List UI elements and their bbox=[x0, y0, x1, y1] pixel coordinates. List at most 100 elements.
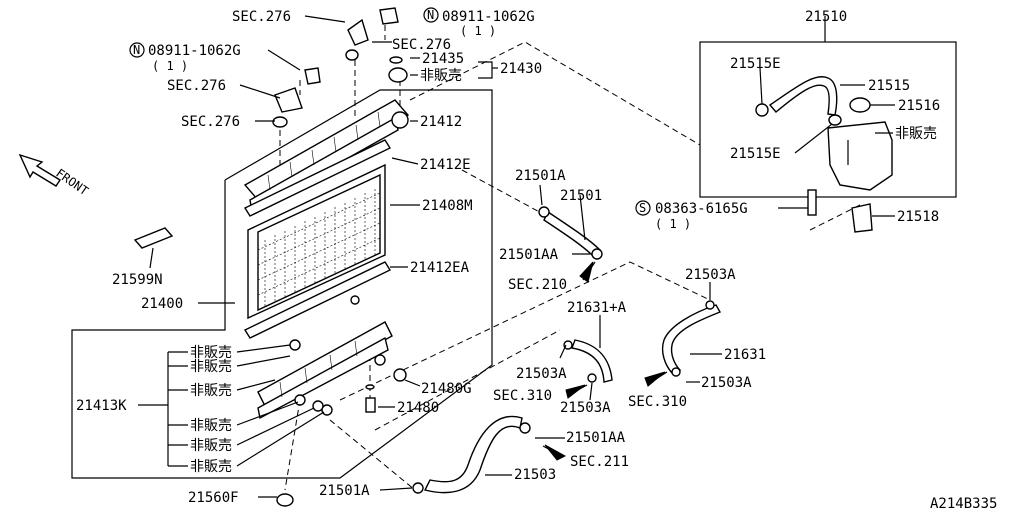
label-21515e-top: 21515E bbox=[730, 56, 781, 72]
front-direction-arrow bbox=[18, 153, 61, 187]
reservoir-cap bbox=[849, 97, 871, 113]
label-21560f: 21560F bbox=[188, 490, 239, 506]
arrow-sec210 bbox=[579, 261, 594, 283]
radiator-core bbox=[247, 163, 386, 320]
hose-clamp bbox=[538, 206, 550, 218]
reservoir-bolt bbox=[807, 189, 817, 216]
hose-clamp bbox=[563, 340, 573, 350]
gasket-lower bbox=[243, 261, 392, 339]
label-sec310-a: SEC.310 bbox=[493, 388, 552, 404]
tank-neck bbox=[828, 114, 842, 126]
mount-bracket bbox=[347, 18, 369, 46]
label-21503a-right: 21503A bbox=[685, 267, 736, 283]
label-sec276-c: SEC.276 bbox=[167, 78, 226, 94]
radiator-frame-outline bbox=[71, 89, 493, 479]
dashed-connector bbox=[329, 419, 416, 491]
label-21400: 21400 bbox=[141, 296, 183, 312]
hose-clamp bbox=[591, 248, 603, 260]
hose-clamp bbox=[755, 103, 769, 117]
bottom-grommet bbox=[276, 493, 294, 507]
label-21518: 21518 bbox=[897, 209, 939, 225]
label-21503a-mid2: 21503A bbox=[560, 400, 611, 416]
radiator-cap bbox=[388, 67, 408, 83]
leader-lines bbox=[138, 15, 895, 498]
circle-n-mark bbox=[129, 42, 145, 58]
label-21480: 21480 bbox=[397, 400, 439, 416]
lower-tank bbox=[257, 321, 393, 420]
lower-fitting bbox=[374, 354, 386, 366]
circle-n-mark-letter: N bbox=[133, 43, 140, 57]
label-21501aa-bottom: 21501AA bbox=[566, 430, 626, 446]
oil-cooler-hose-a bbox=[571, 339, 613, 383]
label-21503a-right2: 21503A bbox=[701, 375, 752, 391]
overflow-hose bbox=[768, 76, 838, 116]
label-21515: 21515 bbox=[868, 78, 910, 94]
mount-grommet bbox=[272, 116, 288, 128]
circle-n-mark bbox=[423, 7, 439, 23]
hose-clamp bbox=[587, 373, 597, 383]
label-21412ea: 21412EA bbox=[410, 260, 470, 276]
dashed-connector bbox=[374, 329, 561, 431]
drain-plug bbox=[321, 404, 333, 416]
dashed-connector bbox=[409, 41, 701, 146]
label-21501a-bottom: 21501A bbox=[319, 483, 370, 499]
label-s08363-qty: ( 1 ) bbox=[655, 217, 691, 231]
label-hanbai-2: 非販売 bbox=[190, 359, 232, 375]
label-hanbai-4: 非販売 bbox=[190, 418, 232, 434]
label-21412e: 21412E bbox=[420, 157, 471, 173]
label-plate bbox=[133, 227, 174, 249]
label-21501a: 21501A bbox=[515, 168, 566, 184]
label-21501aa: 21501AA bbox=[499, 247, 559, 263]
label-21430: 21430 bbox=[500, 61, 542, 77]
reservoir-bracket bbox=[851, 203, 873, 233]
label-sec211: SEC.211 bbox=[570, 454, 629, 470]
label-21510: 21510 bbox=[805, 9, 847, 25]
label-n08911-a-qty: ( 1 ) bbox=[460, 24, 496, 38]
circle-s-mark bbox=[635, 200, 651, 216]
label-hanbai-1: 非販売 bbox=[190, 345, 232, 361]
lower-fitting bbox=[350, 295, 360, 305]
label-21503: 21503 bbox=[514, 467, 556, 483]
lower-hose bbox=[423, 415, 523, 494]
label-21413k: 21413K bbox=[76, 398, 127, 414]
mount-grommet bbox=[345, 49, 359, 61]
label-21408m: 21408M bbox=[422, 198, 473, 214]
gasket-upper bbox=[243, 139, 392, 217]
label-21599n: 21599N bbox=[112, 272, 163, 288]
label-sec276-a: SEC.276 bbox=[232, 9, 291, 25]
label-sec276-d: SEC.276 bbox=[181, 114, 240, 130]
label-21501: 21501 bbox=[560, 188, 602, 204]
label-21515e-bottom: 21515E bbox=[730, 146, 781, 162]
oring-21480g bbox=[365, 384, 375, 390]
hose-clamp bbox=[412, 482, 424, 494]
label-hanbai-a: 非販売 bbox=[420, 68, 462, 84]
label-21435: 21435 bbox=[422, 51, 464, 67]
drain-plug bbox=[294, 394, 306, 406]
label-hanbai-3: 非販売 bbox=[190, 383, 232, 399]
dashed-connector bbox=[461, 169, 546, 216]
label-n08911-b-qty: ( 1 ) bbox=[152, 59, 188, 73]
label-hanbai-tank: 非販売 bbox=[895, 126, 937, 142]
hose-clamp bbox=[519, 422, 531, 434]
label-n08911-a: 08911-1062G bbox=[442, 9, 535, 25]
dashed-connector bbox=[339, 261, 711, 401]
label-21631a: 21631+A bbox=[567, 300, 627, 316]
label-sec210: SEC.210 bbox=[508, 277, 567, 293]
circle-s-mark-letter: S bbox=[639, 201, 646, 215]
clip-nut bbox=[379, 7, 399, 25]
filler-neck bbox=[391, 111, 409, 129]
hose-clamp bbox=[671, 367, 681, 377]
reservoir-frame-outline bbox=[699, 41, 957, 198]
label-21480g: 21480G bbox=[421, 381, 472, 397]
reservoir-tank bbox=[827, 121, 893, 191]
oil-cooler-hose-b bbox=[661, 304, 722, 374]
label-hanbai-6: 非販売 bbox=[190, 459, 232, 475]
lower-fitting bbox=[393, 368, 407, 382]
cap-seal bbox=[389, 56, 403, 64]
diagram-id: A214B335 bbox=[930, 496, 997, 512]
label-hanbai-5: 非販売 bbox=[190, 438, 232, 454]
plug-21480 bbox=[365, 397, 376, 413]
lower-fitting bbox=[289, 339, 301, 351]
hose-clamp bbox=[705, 300, 715, 310]
